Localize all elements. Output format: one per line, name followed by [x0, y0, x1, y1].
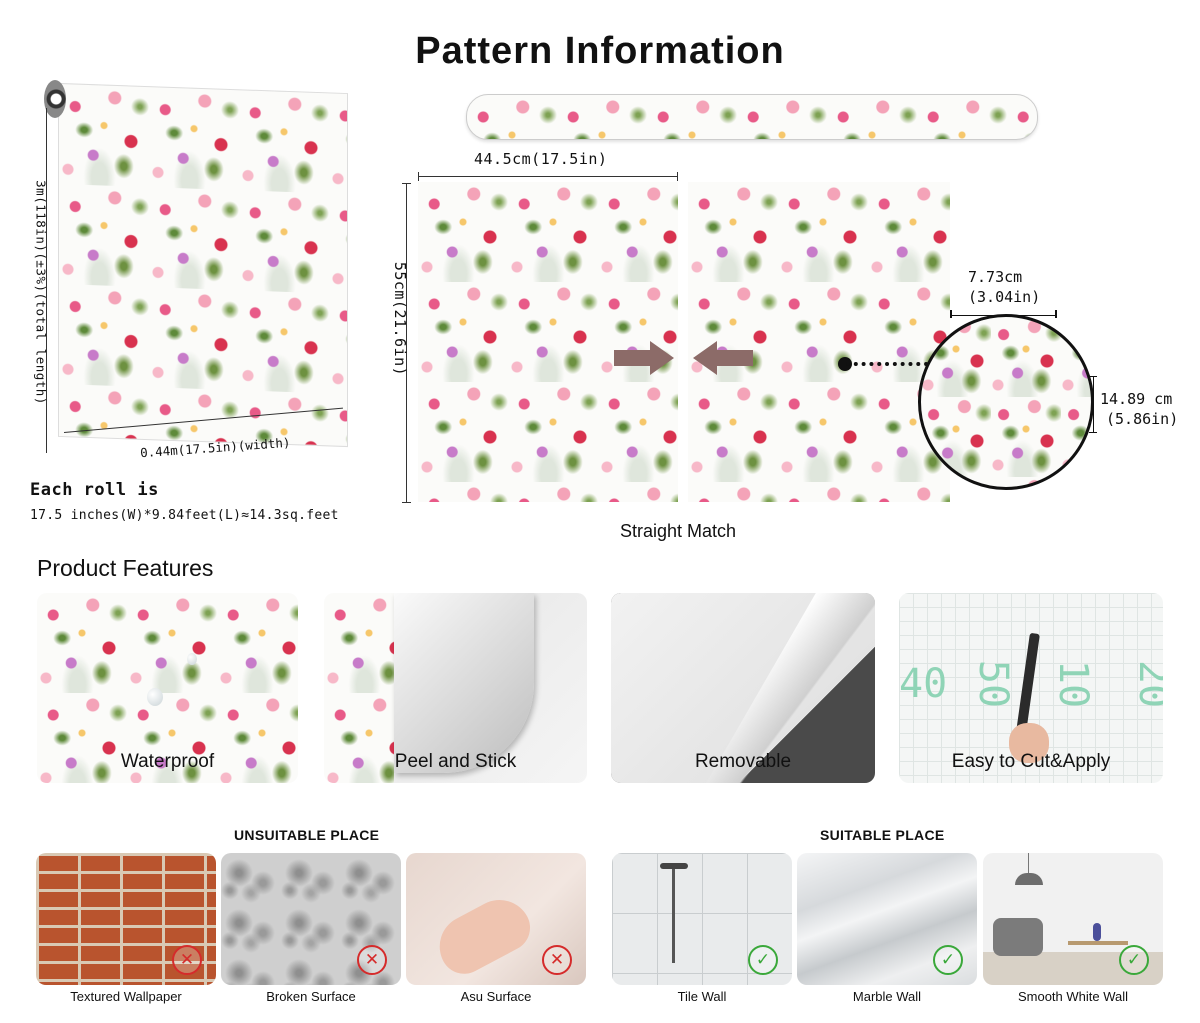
place-image-smooth-white-wall: ✓	[983, 853, 1163, 985]
place-image-asu-surface: ✕	[406, 853, 586, 985]
match-type-label: Straight Match	[620, 521, 737, 541]
feature-label: Easy to Cut&Apply	[951, 751, 1111, 772]
pattern-panel-right	[688, 182, 950, 502]
feature-card-waterproof: Waterproof	[37, 593, 298, 783]
repeat-height-cm: 14.89 cm	[1100, 390, 1173, 408]
vase-icon	[1093, 923, 1101, 941]
place-label: Smooth White Wall	[1017, 989, 1129, 1004]
panel-height-tick	[402, 183, 411, 184]
repeat-width-tick	[950, 310, 952, 318]
lamp-cord	[1028, 853, 1029, 875]
shower-pipe	[672, 863, 675, 963]
unsuitable-title: UNSUITABLE PLACE	[234, 827, 380, 843]
place-label: Asu Surface	[460, 989, 532, 1004]
feature-label: Waterproof	[120, 751, 215, 772]
place-label: Textured Wallpaper	[70, 989, 182, 1004]
ruler-number: 50	[970, 659, 1017, 709]
place-image-broken-surface: ✕	[221, 853, 401, 985]
cross-icon: ✕	[172, 945, 202, 975]
panel-height-label: 55cm(21.6in)	[391, 261, 409, 377]
feature-label: Removable	[694, 751, 792, 772]
pendant-lamp-icon	[1015, 873, 1043, 885]
panel-width-tick	[418, 172, 419, 181]
feature-label: Peel and Stick	[394, 751, 517, 772]
repeat-height-line	[1093, 376, 1094, 432]
table-icon	[1068, 941, 1128, 945]
arrow-left-icon	[693, 341, 753, 375]
each-roll-title: Each roll is	[30, 480, 159, 500]
repeat-width-line	[950, 315, 1056, 316]
roll-length-label: 3m(118in)(±3%)(total length)	[33, 180, 49, 405]
place-label: Marble Wall	[852, 989, 922, 1004]
panel-width-label: 44.5cm(17.5in)	[474, 150, 608, 168]
shower-head-icon	[660, 863, 688, 869]
place-label: Broken Surface	[266, 989, 356, 1004]
chair-icon	[993, 918, 1043, 956]
place-image-textured-wallpaper: ✕	[36, 853, 216, 985]
repeat-height-tick	[1089, 432, 1097, 433]
check-icon: ✓	[748, 945, 778, 975]
suitable-title: SUITABLE PLACE	[820, 827, 945, 843]
each-roll-detail: 17.5 inches(W)*9.84feet(L)≈14.3sq.feet	[30, 508, 339, 523]
repeat-height-in: (5.86in)	[1106, 410, 1179, 428]
panel-height-tick	[402, 502, 411, 503]
water-drop-icon	[187, 653, 197, 665]
repeat-width-tick	[1055, 310, 1057, 318]
check-icon: ✓	[933, 945, 963, 975]
check-icon: ✓	[1119, 945, 1149, 975]
ruler-number: 40	[899, 661, 948, 707]
page-title: Pattern Information	[415, 30, 785, 72]
pattern-zoom-circle	[918, 314, 1094, 490]
length-dimension-line	[46, 108, 47, 453]
ruler-number: 20	[1130, 659, 1163, 709]
peel-curl	[394, 593, 534, 773]
features-title: Product Features	[37, 555, 214, 581]
ruler-number: 10	[1050, 659, 1097, 709]
wallpaper-roll-sheet	[58, 82, 348, 448]
feature-card-easy-cut: 40 50 10 20 Easy to Cut&Apply	[899, 593, 1163, 783]
place-image-tile-wall: ✓	[612, 853, 792, 985]
repeat-width-in: (3.04in)	[968, 288, 1041, 306]
repeat-height-tick	[1089, 376, 1097, 377]
zoom-dotted-line	[846, 362, 936, 366]
hand-icon	[1009, 723, 1049, 763]
repeat-width-cm: 7.73cm	[968, 268, 1023, 286]
feature-card-peel-and-stick: Peel and Stick	[324, 593, 587, 783]
place-label: Tile Wall	[677, 989, 727, 1004]
wallpaper-strip	[466, 94, 1038, 140]
hand-icon	[428, 888, 539, 983]
feature-card-removable: Removable	[611, 593, 875, 783]
roll-core-icon	[44, 80, 66, 118]
arrow-right-icon	[614, 341, 674, 375]
cross-icon: ✕	[357, 945, 387, 975]
panel-height-line	[406, 183, 407, 503]
panel-width-tick	[677, 172, 678, 181]
pattern-panel-left	[418, 182, 678, 502]
water-drop-icon	[147, 688, 163, 706]
cutter-knife-icon	[1016, 632, 1040, 734]
panel-width-line	[418, 176, 678, 177]
cross-icon: ✕	[542, 945, 572, 975]
zoom-dot-icon	[838, 357, 852, 371]
place-image-marble-wall: ✓	[797, 853, 977, 985]
